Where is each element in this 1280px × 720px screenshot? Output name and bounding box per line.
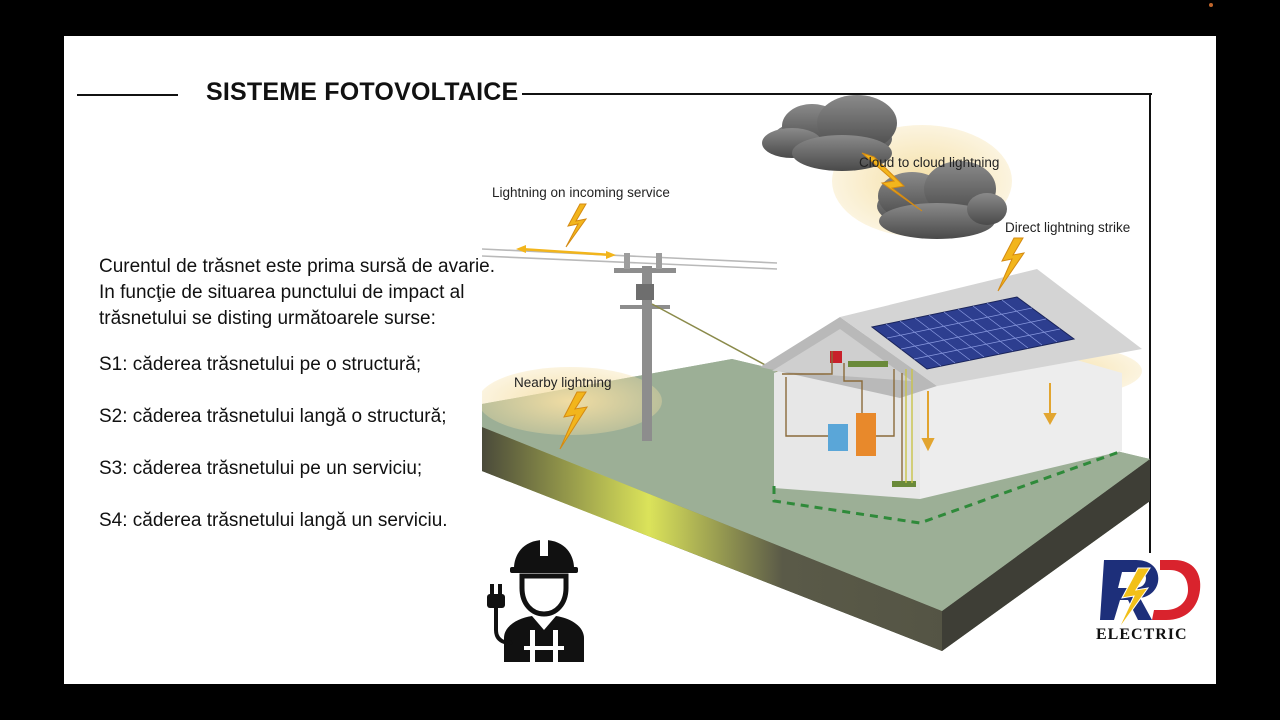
slide: SISTEME FOTOVOLTAICE Curentul de trăsnet… <box>64 36 1216 684</box>
cloud-icon <box>762 95 897 171</box>
rd-electric-logo <box>1100 560 1201 631</box>
intro-line-1: Curentul de trăsnet este prima sursă de … <box>99 256 496 277</box>
grounding-ring <box>772 449 1123 525</box>
intro-line-3: trăsnetului se disting următoarele surse… <box>99 308 436 329</box>
slide-title: SISTEME FOTOVOLTAICE <box>206 78 519 106</box>
title-divider-right <box>522 93 1152 95</box>
lightning-bolt-icon <box>565 203 588 248</box>
label-incoming-service: Lightning on incoming service <box>492 185 670 200</box>
cloud-icon <box>877 161 1007 239</box>
indicator-dot <box>1209 3 1213 7</box>
list-item-s4: S4: căderea trăsnetului langă un servici… <box>99 510 448 531</box>
list-item-s2: S2: căderea trăsnetului langă o structur… <box>99 406 447 427</box>
slide-body: Curentul de trăsnet este prima sursă de … <box>99 254 519 534</box>
solar-panel <box>870 296 1076 370</box>
electric-plug-icon <box>487 584 513 645</box>
inverter-box <box>828 424 848 451</box>
label-cloud-to-cloud: Cloud to cloud lightning <box>859 155 999 170</box>
logo-text: ELECTRIC <box>1096 626 1188 643</box>
meter-box <box>856 413 876 456</box>
intro-line-2: In funcţie de situarea punctului de impa… <box>99 282 465 303</box>
list-item-s1: S1: căderea trăsnetului pe o structură; <box>99 354 422 375</box>
utility-pole <box>642 266 652 441</box>
label-direct-strike: Direct lightning strike <box>1005 220 1130 235</box>
label-nearby: Nearby lightning <box>514 375 612 390</box>
list-item-s3: S3: căderea trăsnetului pe un serviciu; <box>99 458 423 479</box>
frame-line-vertical <box>1149 93 1151 553</box>
lightning-scenarios-illustration: Lightning on incoming service Cloud to c… <box>482 95 1150 651</box>
worker-icon <box>487 540 584 662</box>
lightning-bolt-icon <box>861 152 923 212</box>
lightning-bolt-icon <box>559 391 589 450</box>
title-divider-left <box>77 94 178 96</box>
lightning-bolt-icon <box>997 237 1026 292</box>
